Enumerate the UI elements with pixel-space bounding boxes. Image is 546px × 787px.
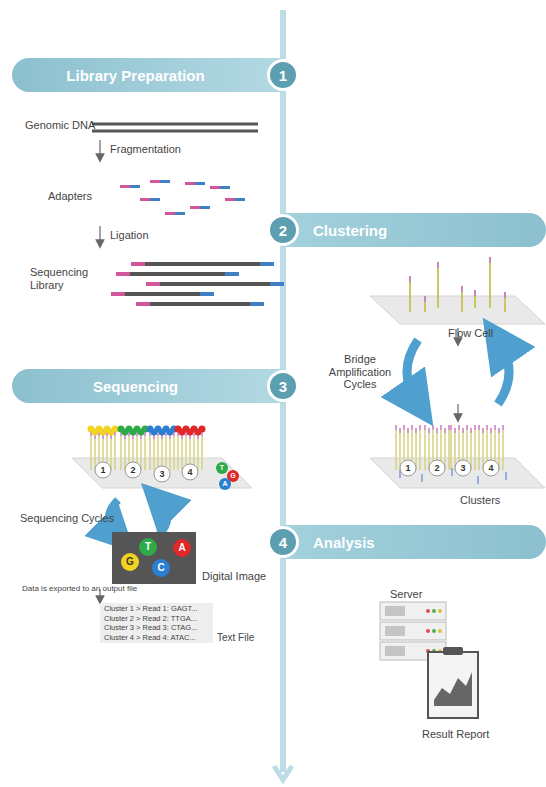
- callout-number: 1: [100, 465, 105, 475]
- label: Bridge Amplification Cycles: [320, 353, 400, 391]
- digital-image: [112, 532, 196, 584]
- step-label: Fragmentation: [110, 143, 181, 156]
- base-letter: C: [157, 562, 164, 574]
- section-title: Analysis: [313, 534, 375, 551]
- step-label: Ligation: [110, 229, 149, 242]
- text-file-line: Cluster 2 > Read 2: TTGA...: [104, 615, 197, 624]
- callout-number: 4: [488, 463, 493, 473]
- sequencing-library: [111, 262, 284, 306]
- step-number: 2: [267, 214, 299, 246]
- label: Flow Cell: [448, 327, 493, 340]
- step-number-text: 2: [279, 222, 287, 239]
- step-number: 3: [267, 370, 299, 402]
- section-band: Library Preparation: [12, 58, 283, 92]
- base-letter: G: [230, 472, 235, 480]
- note: Data is exported to an output file: [22, 584, 137, 593]
- section-title: Sequencing: [93, 378, 178, 395]
- base-letter: G: [126, 556, 134, 568]
- base-letter: A: [178, 542, 185, 554]
- flow-cell: [370, 296, 545, 324]
- timeline-arrow: [274, 766, 292, 780]
- text-file-line: Cluster 3 > Read 3: CTAG...: [104, 624, 197, 633]
- label: Sequencing Cycles: [20, 512, 114, 525]
- callout-number: 3: [159, 469, 164, 479]
- step-number: 1: [267, 59, 299, 91]
- label: Result Report: [422, 728, 489, 741]
- adapters: [120, 180, 245, 215]
- callout-number: 1: [405, 463, 410, 473]
- step-number-text: 4: [279, 534, 287, 551]
- section-title: Clustering: [313, 222, 387, 239]
- base-letter: T: [145, 541, 151, 553]
- label: Server: [390, 588, 422, 601]
- label: Clusters: [460, 494, 500, 507]
- base-letter: T: [220, 464, 224, 472]
- label: Text File: [217, 632, 254, 644]
- callout-number: 2: [434, 463, 439, 473]
- label: Adapters: [48, 190, 92, 203]
- callout-number: 4: [187, 467, 192, 477]
- label: Sequencing Library: [30, 266, 100, 291]
- cycle-arrow: [498, 340, 509, 404]
- step-number: 4: [267, 526, 299, 558]
- section-band: Analysis: [283, 525, 546, 559]
- step-number-text: 1: [279, 67, 287, 84]
- text-file-line: Cluster 1 > Read 1: GAGT...: [104, 605, 198, 614]
- label: Digital Image: [202, 570, 266, 583]
- callout-number: 2: [130, 465, 135, 475]
- callout-number: 3: [460, 463, 465, 473]
- section-band: Sequencing: [12, 369, 283, 403]
- text-file-line: Cluster 4 > Read 4: ATAC...: [104, 634, 196, 643]
- step-number-text: 3: [279, 378, 287, 395]
- base-letter: A: [222, 480, 227, 488]
- section-title: Library Preparation: [66, 67, 204, 84]
- report-icon: [428, 652, 478, 718]
- cycle-arrow: [407, 340, 418, 404]
- label: Genomic DNA: [25, 119, 95, 132]
- text-file: [100, 603, 213, 643]
- section-band: Clustering: [283, 213, 546, 247]
